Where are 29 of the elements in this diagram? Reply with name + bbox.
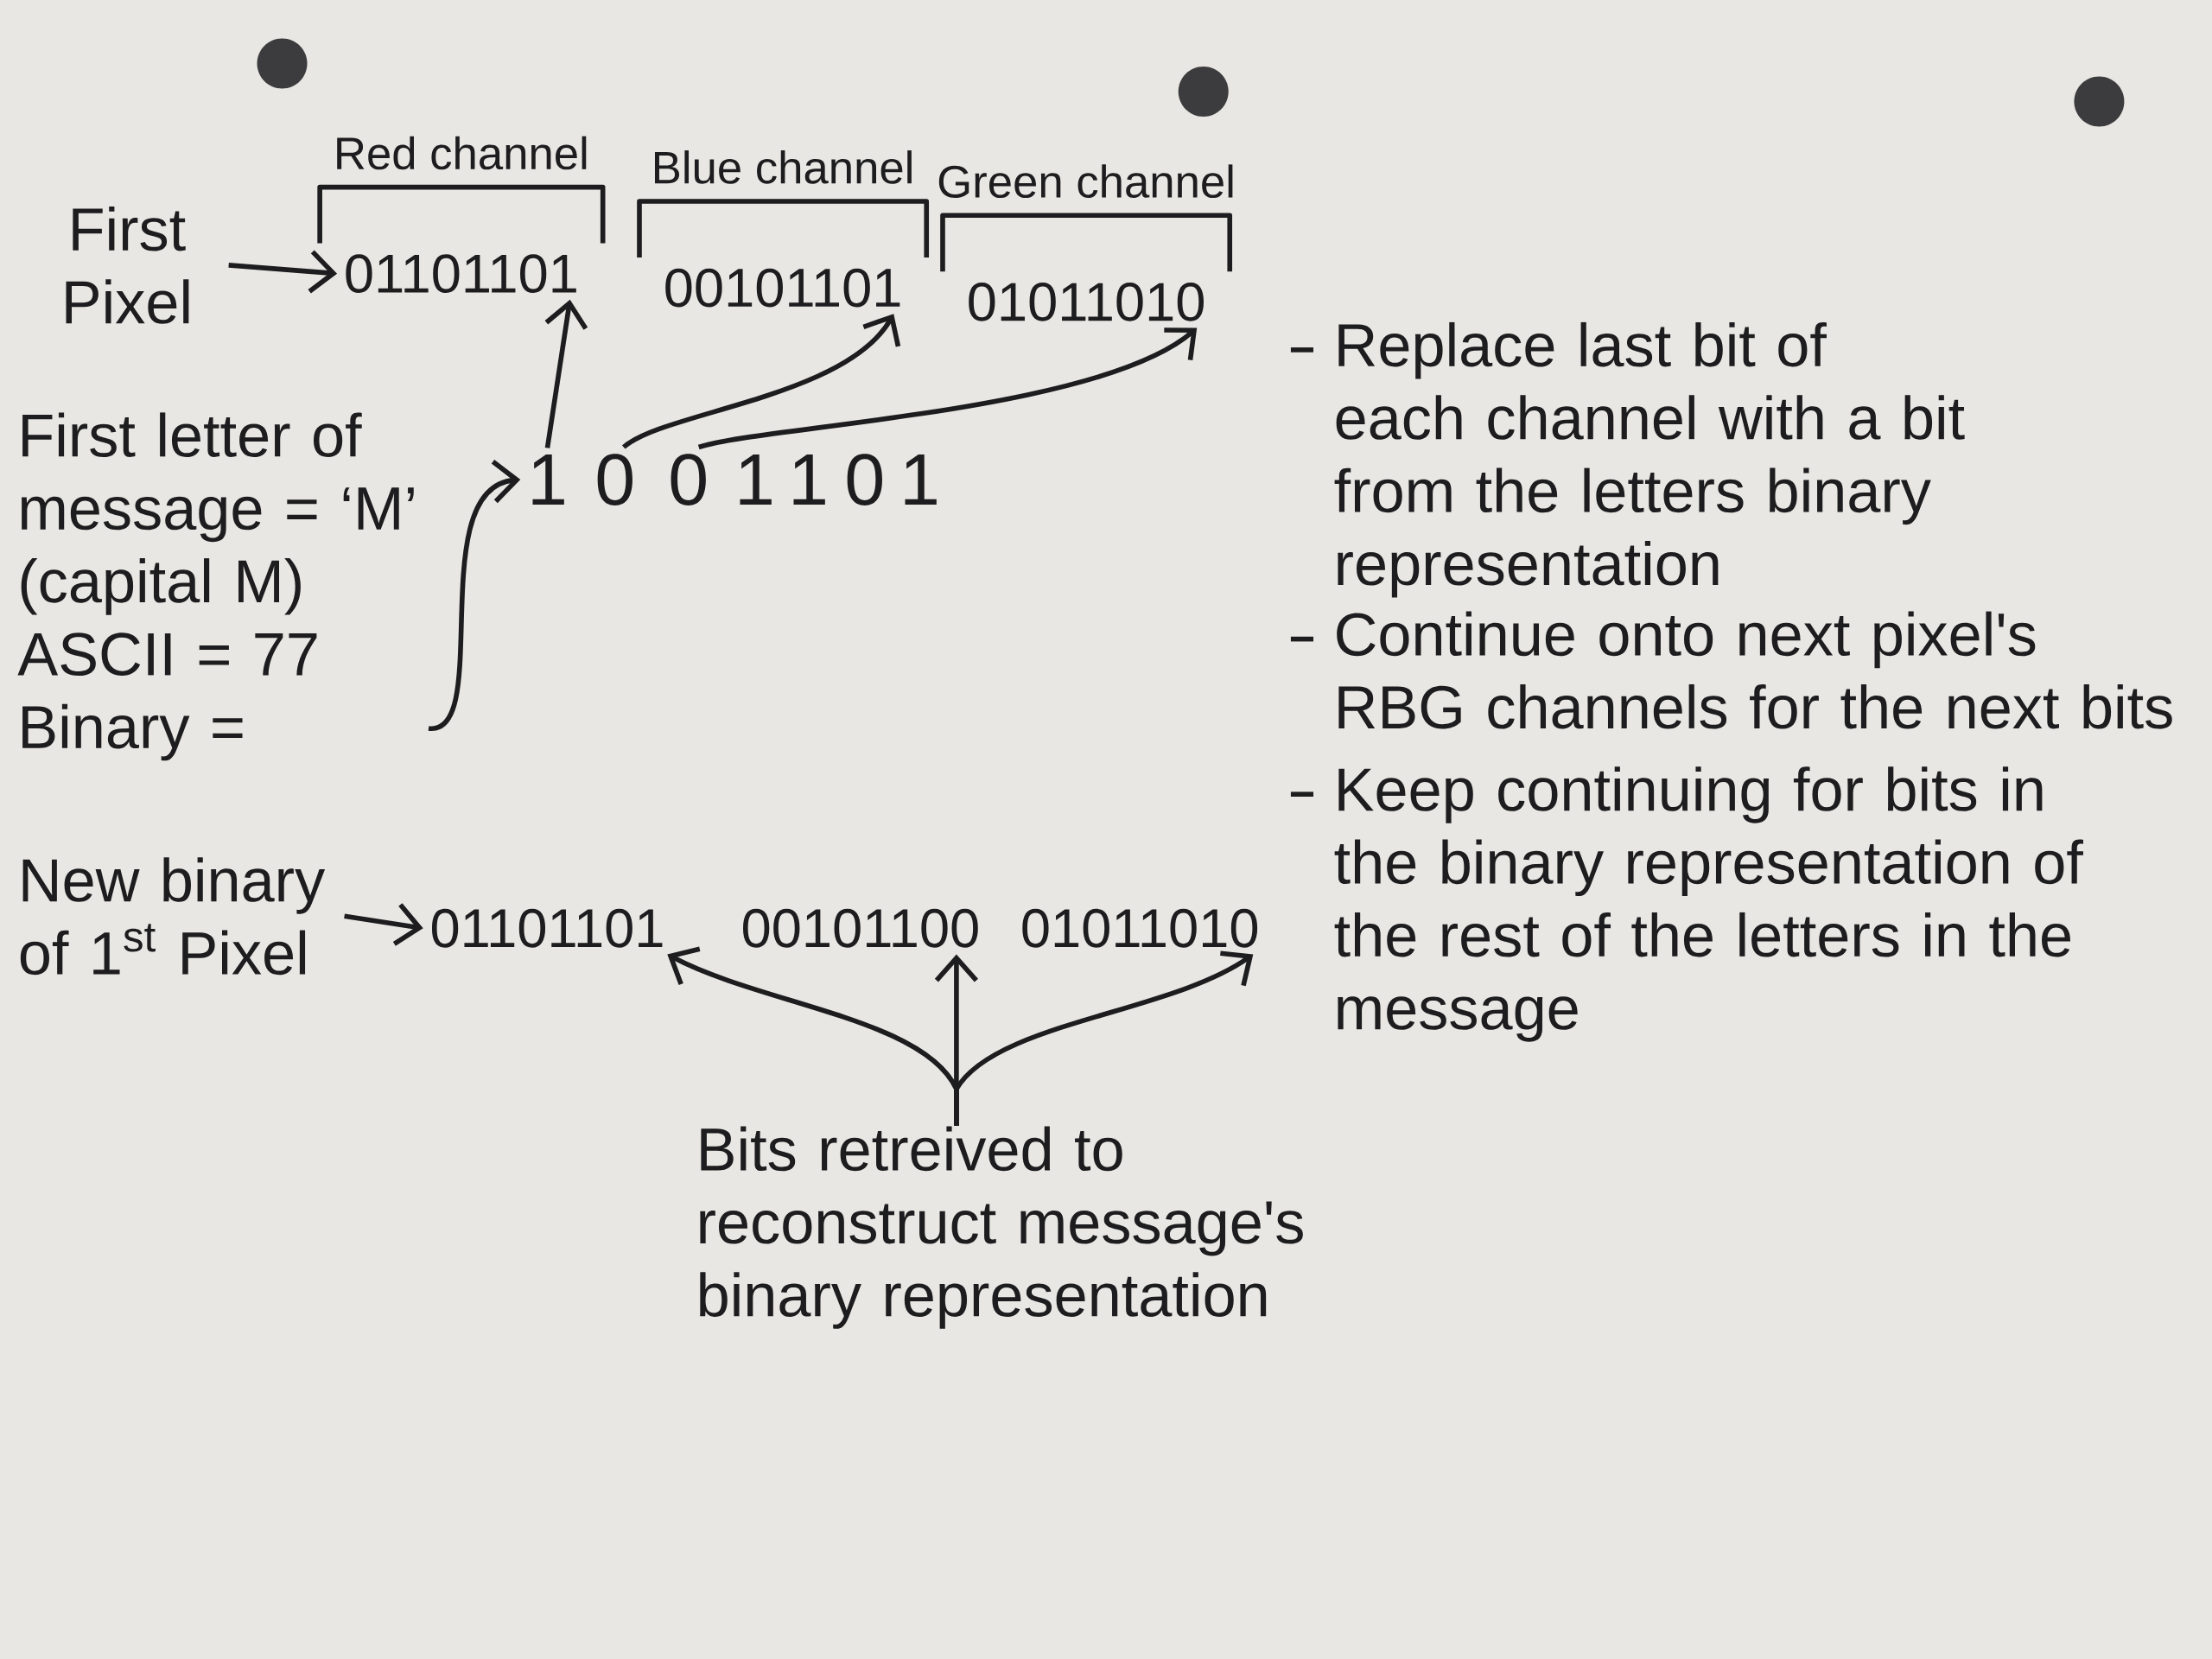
bit-digit: 0 (597, 454, 632, 505)
binary-value: 00101100 (743, 908, 978, 948)
channel-label: Green channel (938, 164, 1233, 199)
binary-value: 01011010 (969, 282, 1204, 321)
bullet-note: Replace last bit of each channel with a bit from the letters binary representation (1334, 321, 1965, 598)
binary-value: 01101101 (431, 908, 663, 948)
arrow (622, 314, 901, 449)
note-text: First letter of message = ‘M’ (capital M) ASCII = 77 Binary = (17, 412, 414, 761)
arrow (544, 299, 588, 448)
note-text: Bits retreived to reconstruct message's binary representation (700, 1126, 1303, 1329)
binary-value: 01101101 (346, 254, 576, 294)
arrow (954, 950, 1254, 1126)
arrow (698, 327, 1198, 450)
bit-digit: 0 (847, 454, 882, 505)
bit-digit: 1 (740, 454, 772, 505)
channel-label: Red channel (337, 136, 587, 170)
bullet-note: Continue onto next pixel's RBG channels for the next bits (1337, 611, 2172, 729)
binary-value: 00101101 (665, 268, 900, 308)
bullet-note: Keep continuing for bits in the binary representation of the rest of the letters in the message (1334, 766, 2083, 1042)
arrow (228, 250, 338, 294)
bit-digit: 1 (793, 454, 825, 505)
pointer-label: New binary of 1$^{st}$ Pixel (20, 857, 326, 976)
bit-digit: 0 (671, 454, 706, 505)
channel-label: Blue channel (655, 150, 912, 184)
arrow (428, 460, 521, 731)
pointer-label: First Pixel (66, 206, 189, 324)
binary-value: 01011010 (1022, 908, 1258, 948)
bit-digit: 1 (532, 454, 564, 505)
bit-digit: 1 (905, 454, 937, 505)
